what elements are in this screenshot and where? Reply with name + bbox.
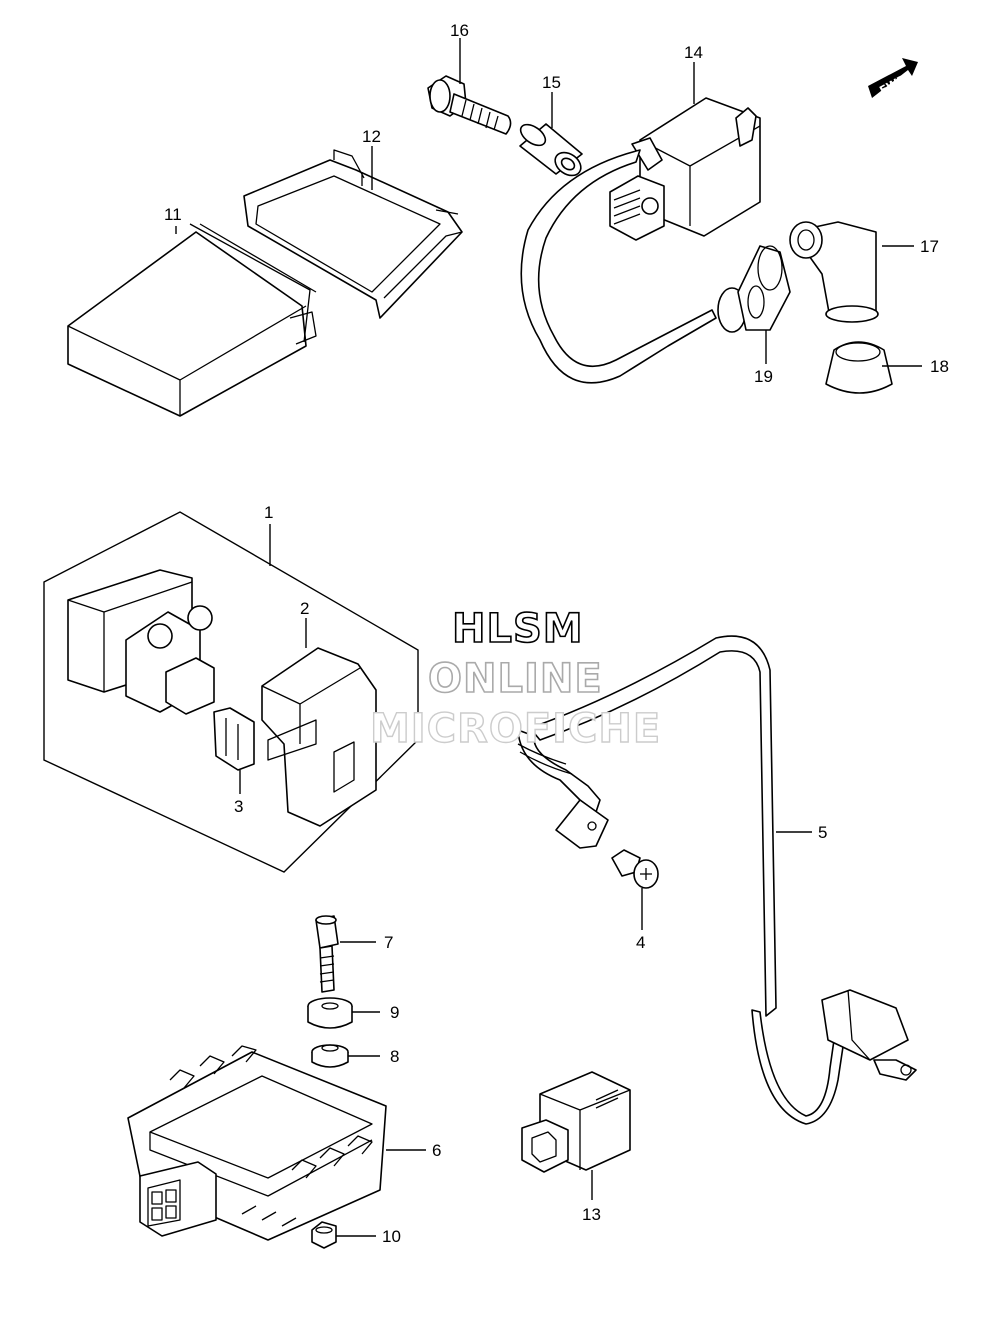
part-17-plug-cap[interactable] [789, 221, 879, 323]
callout-10: 10 [382, 1227, 401, 1246]
callout-12: 12 [362, 127, 381, 146]
part-19-grommet[interactable] [717, 245, 791, 333]
part-1-relay-assembly[interactable] [67, 569, 215, 715]
part-6-regulator[interactable] [127, 1045, 387, 1241]
part-7-bolt[interactable] [315, 915, 339, 993]
callout-5: 5 [818, 823, 827, 842]
watermark-line-1: HLSM [452, 606, 584, 652]
part-3-fuse[interactable] [213, 707, 255, 771]
part-14-ignition-coil[interactable] [520, 97, 761, 384]
part-4-screw[interactable] [611, 849, 659, 889]
part-18-cover[interactable] [825, 341, 893, 394]
part-13-connector[interactable] [521, 1071, 631, 1173]
callout-11: 11 [164, 205, 182, 224]
callout-1: 1 [264, 503, 273, 522]
callout-14: 14 [684, 43, 703, 62]
watermark-line-3: MICROFICHE [370, 706, 661, 752]
part-2-cover[interactable] [261, 647, 377, 827]
callout-3: 3 [234, 797, 243, 816]
part-8-collar[interactable] [311, 1044, 349, 1068]
callout-16: 16 [450, 21, 469, 40]
callout-4: 4 [636, 933, 645, 952]
callout-15: 15 [542, 73, 561, 92]
callout-8: 8 [390, 1047, 399, 1066]
part-12-holder[interactable] [243, 149, 463, 319]
callout-6: 6 [432, 1141, 441, 1160]
leader-lines [175, 38, 922, 1237]
callout-19: 19 [754, 367, 773, 386]
part-5-harness[interactable] [517, 635, 917, 1125]
callout-17: 17 [920, 237, 939, 256]
part-9-cushion[interactable] [307, 997, 353, 1029]
callout-2: 2 [300, 599, 309, 618]
part-16-bolt[interactable] [427, 75, 512, 135]
part-15-spacer[interactable] [517, 120, 585, 180]
watermark-line-2: ONLINE [428, 656, 603, 702]
callout-9: 9 [390, 1003, 399, 1022]
callout-7: 7 [384, 933, 393, 952]
fwd-arrow-icon: FWD [868, 58, 918, 98]
callout-18: 18 [930, 357, 949, 376]
part-10-nut[interactable] [311, 1221, 337, 1249]
part-1-kit-frame [43, 511, 419, 873]
callout-13: 13 [582, 1205, 601, 1224]
part-11-ecu[interactable] [67, 223, 317, 417]
